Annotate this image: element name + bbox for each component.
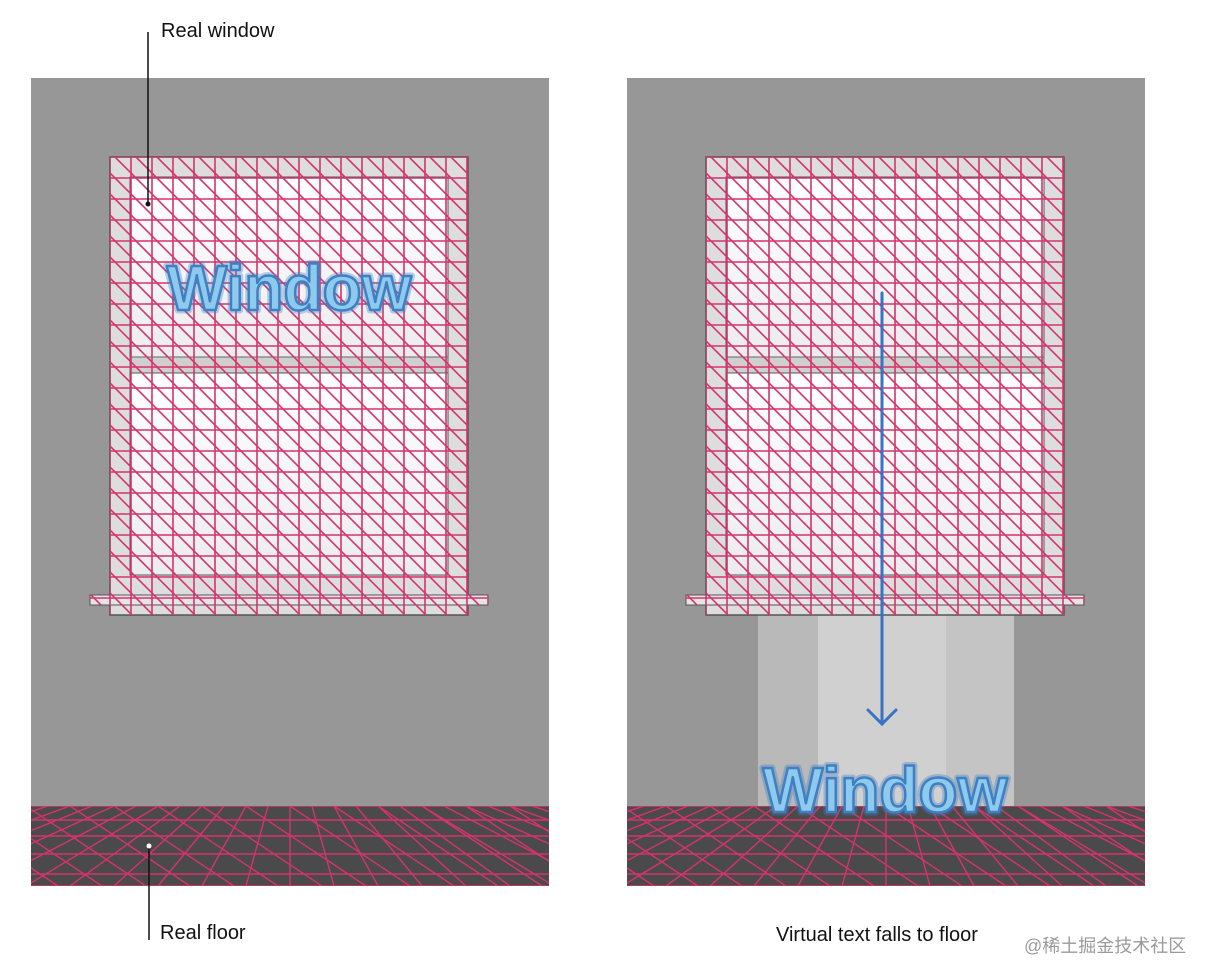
right-scene-graphic: Window Window (627, 156, 1145, 886)
virtual-text-left: Window (167, 252, 412, 324)
virtual-text-right: Window (763, 754, 1008, 826)
right-panel-virtual-scene: Window Window (627, 78, 1145, 886)
down-arrow-icon (866, 291, 898, 727)
real-floor-label: Real floor (160, 922, 246, 944)
virtual-text-on-window: Window Window (163, 249, 415, 328)
virtual-text-caption: Virtual text falls to floor (776, 924, 978, 946)
real-window-label: Real window (161, 20, 275, 42)
svg-text:Window: Window (763, 754, 1008, 826)
watermark: @稀土掘金技术社区 (1024, 936, 1187, 956)
svg-text:Window: Window (167, 252, 412, 324)
window-mesh (686, 157, 1084, 615)
virtual-text-on-floor: Window Window (759, 751, 1011, 830)
floor-mesh (627, 806, 1145, 886)
window-mesh (90, 157, 488, 615)
left-scene-graphic: Window Window (31, 156, 549, 886)
left-panel-real-scene: Window Window (31, 78, 549, 886)
floor-mesh (31, 806, 549, 886)
